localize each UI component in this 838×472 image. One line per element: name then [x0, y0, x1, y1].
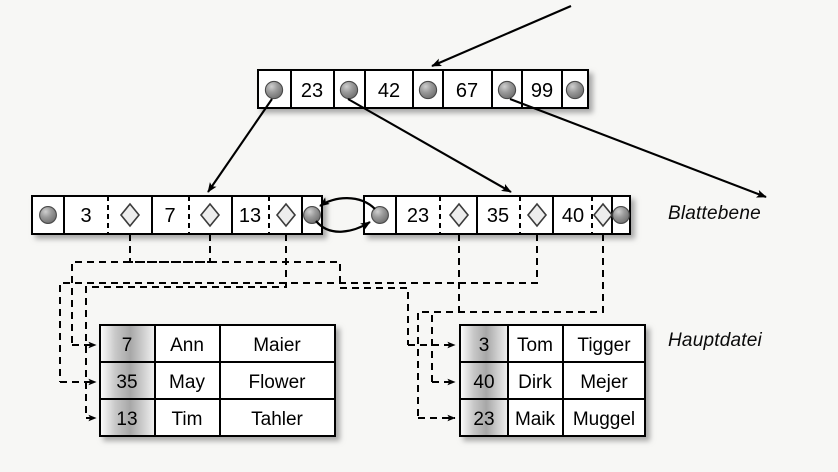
main-file-table-left[interactable] [99, 324, 336, 437]
diamond-icon [526, 202, 548, 228]
diamond-icon [199, 202, 221, 228]
table-row: 3 [479, 335, 490, 356]
root-key-labels: 23 42 67 99 [301, 80, 553, 102]
table-row: Maik [515, 409, 556, 430]
root-pointer-dots [264, 80, 585, 100]
table-right-text: 3 Tom Tigger 40 Dirk Mejer 23 Maik Mugge… [473, 335, 635, 430]
table-row: Ann [170, 335, 204, 356]
leaf-node-left[interactable] [31, 195, 323, 235]
table-row: Muggel [573, 409, 635, 430]
leaf-node-right[interactable] [363, 195, 631, 235]
leaf-left-diamonds [119, 202, 297, 228]
root-key-3: 99 [531, 80, 553, 102]
leaf-right-diamonds [448, 202, 614, 228]
table-row: Maier [253, 335, 301, 356]
table-row: 23 [473, 409, 494, 430]
table-row: Dirk [518, 372, 552, 393]
link-key-40 [431, 234, 604, 382]
table-row: 7 [122, 335, 133, 356]
root-to-leaf-left-arrow [207, 98, 273, 193]
link-key-3 [129, 234, 409, 345]
table-row: Flower [248, 372, 306, 393]
table-row: 35 [116, 372, 137, 393]
root-entry-arrow [431, 5, 572, 67]
diamond-icon [119, 202, 141, 228]
table-row: 13 [116, 409, 137, 430]
table-row: Tahler [251, 409, 303, 430]
link-key-13 [85, 234, 287, 418]
leaf-right-key-2: 40 [562, 205, 584, 227]
leaf-left-key-labels: 3 7 13 [80, 205, 261, 227]
label-hauptdatei: Hauptdatei [668, 330, 762, 351]
table-row: Mejer [580, 372, 628, 393]
leaf-left-key-1: 7 [164, 205, 175, 227]
table-left-text: 7 Ann Maier 35 May Flower 13 Tim Tahler [116, 335, 306, 430]
table-row: Tim [172, 409, 203, 430]
diamond-icon [275, 202, 297, 228]
leaf-prev-link-arrow [319, 197, 376, 210]
leaf-left-pointer-dots [39, 206, 321, 224]
link-key-35 [59, 234, 538, 382]
root-key-1: 42 [378, 80, 400, 102]
root-key-2: 67 [456, 80, 478, 102]
leaf-right-key-0: 23 [407, 205, 429, 227]
leaf-right-key-labels: 23 35 40 [407, 205, 584, 227]
table-row: 40 [473, 372, 494, 393]
leaf-next-link-arrow [315, 220, 371, 233]
record-pointer-links [59, 234, 604, 422]
main-file-table-right[interactable] [459, 324, 646, 437]
root-to-leaf-right-arrow [347, 98, 512, 193]
table-row: Tom [517, 335, 553, 356]
root-to-blattebene-arrow [509, 98, 767, 198]
label-blattebene: Blattebene [668, 203, 761, 224]
root-index-node[interactable] [257, 69, 589, 109]
leaf-right-key-1: 35 [487, 205, 509, 227]
diamond-icon [448, 202, 470, 228]
link-key-7 [71, 234, 211, 345]
table-row: Tigger [577, 335, 631, 356]
leaf-left-key-0: 3 [80, 205, 91, 227]
leaf-right-pointer-dots [371, 206, 630, 224]
diamond-icon [592, 202, 614, 228]
link-key-23 [417, 234, 460, 418]
leaf-left-key-2: 13 [239, 205, 261, 227]
root-key-0: 23 [301, 80, 323, 102]
table-row: May [169, 372, 205, 393]
